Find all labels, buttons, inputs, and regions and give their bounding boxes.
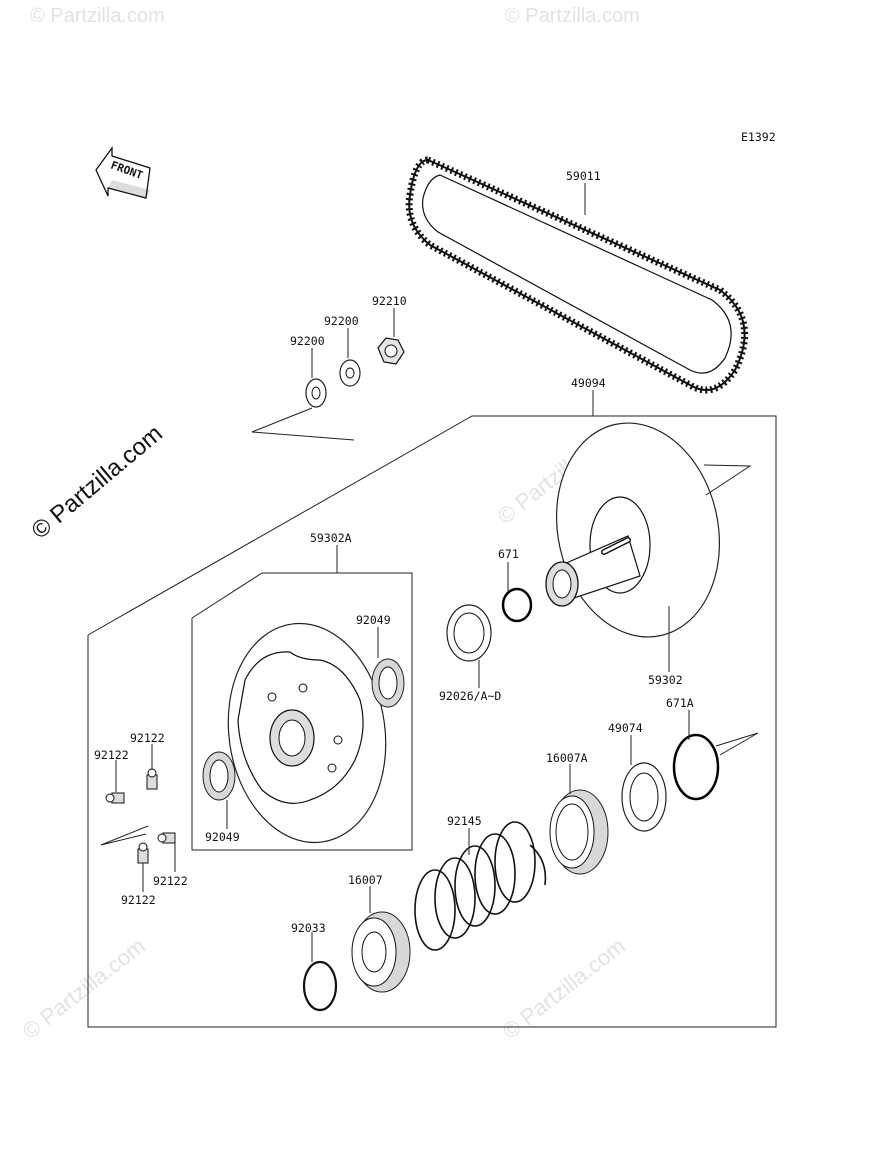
shim	[446, 604, 492, 662]
o-ring	[672, 733, 720, 801]
part-label-92145: 92145	[447, 814, 482, 828]
callout-wedge	[703, 464, 752, 496]
part-label-671: 671	[498, 547, 519, 561]
part-label-92200: 92200	[324, 314, 359, 328]
spring	[414, 821, 547, 951]
callout-wedge	[715, 732, 759, 756]
part-label-59302: 59302	[648, 673, 683, 687]
watermark-main: © Partzilla.com	[27, 420, 168, 545]
part-label-92122: 92122	[121, 893, 156, 907]
o-ring	[501, 587, 533, 623]
part-label-92026: 92026/A~D	[439, 689, 501, 703]
part-label-92122: 92122	[153, 874, 188, 888]
grease-nipple	[146, 768, 158, 790]
spring-cam	[549, 789, 609, 875]
washer	[305, 378, 327, 408]
front-arrow-icon: FRONT	[95, 146, 151, 199]
part-label-92122: 92122	[130, 731, 165, 745]
collar	[621, 762, 667, 832]
circlip	[302, 960, 338, 1012]
nut	[377, 337, 405, 365]
cam-collar	[351, 911, 411, 993]
movable-sheave	[545, 422, 721, 638]
callout-wedge	[251, 407, 355, 441]
washer	[339, 359, 361, 387]
oil-seal	[371, 658, 405, 708]
part-label-59302A: 59302A	[310, 531, 352, 545]
fixed-sheave	[227, 622, 387, 844]
oil-seal	[202, 751, 236, 801]
part-label-49094: 49094	[571, 376, 606, 390]
part-label-92033: 92033	[291, 921, 326, 935]
grease-nipple	[137, 842, 149, 864]
grease-nipple	[105, 792, 125, 804]
part-label-92049: 92049	[356, 613, 391, 627]
grease-nipple	[157, 832, 176, 844]
part-label-92200: 92200	[290, 334, 325, 348]
assembly-outline	[87, 415, 777, 1028]
sub-assembly-outline	[191, 572, 413, 851]
diagram-code: E1392	[741, 130, 776, 144]
part-label-16007A: 16007A	[546, 751, 588, 765]
part-label-92210: 92210	[372, 294, 407, 308]
callout-wedge	[100, 825, 149, 846]
watermark-faint: © Partzilla.com	[505, 5, 640, 27]
part-label-16007: 16007	[348, 873, 383, 887]
part-label-92049: 92049	[205, 830, 240, 844]
drive-belt	[405, 156, 749, 394]
part-label-671A: 671A	[666, 696, 694, 710]
part-label-59011: 59011	[566, 169, 601, 183]
part-label-49074: 49074	[608, 721, 643, 735]
part-label-92122: 92122	[94, 748, 129, 762]
watermark-faint: © Partzilla.com	[30, 5, 165, 27]
